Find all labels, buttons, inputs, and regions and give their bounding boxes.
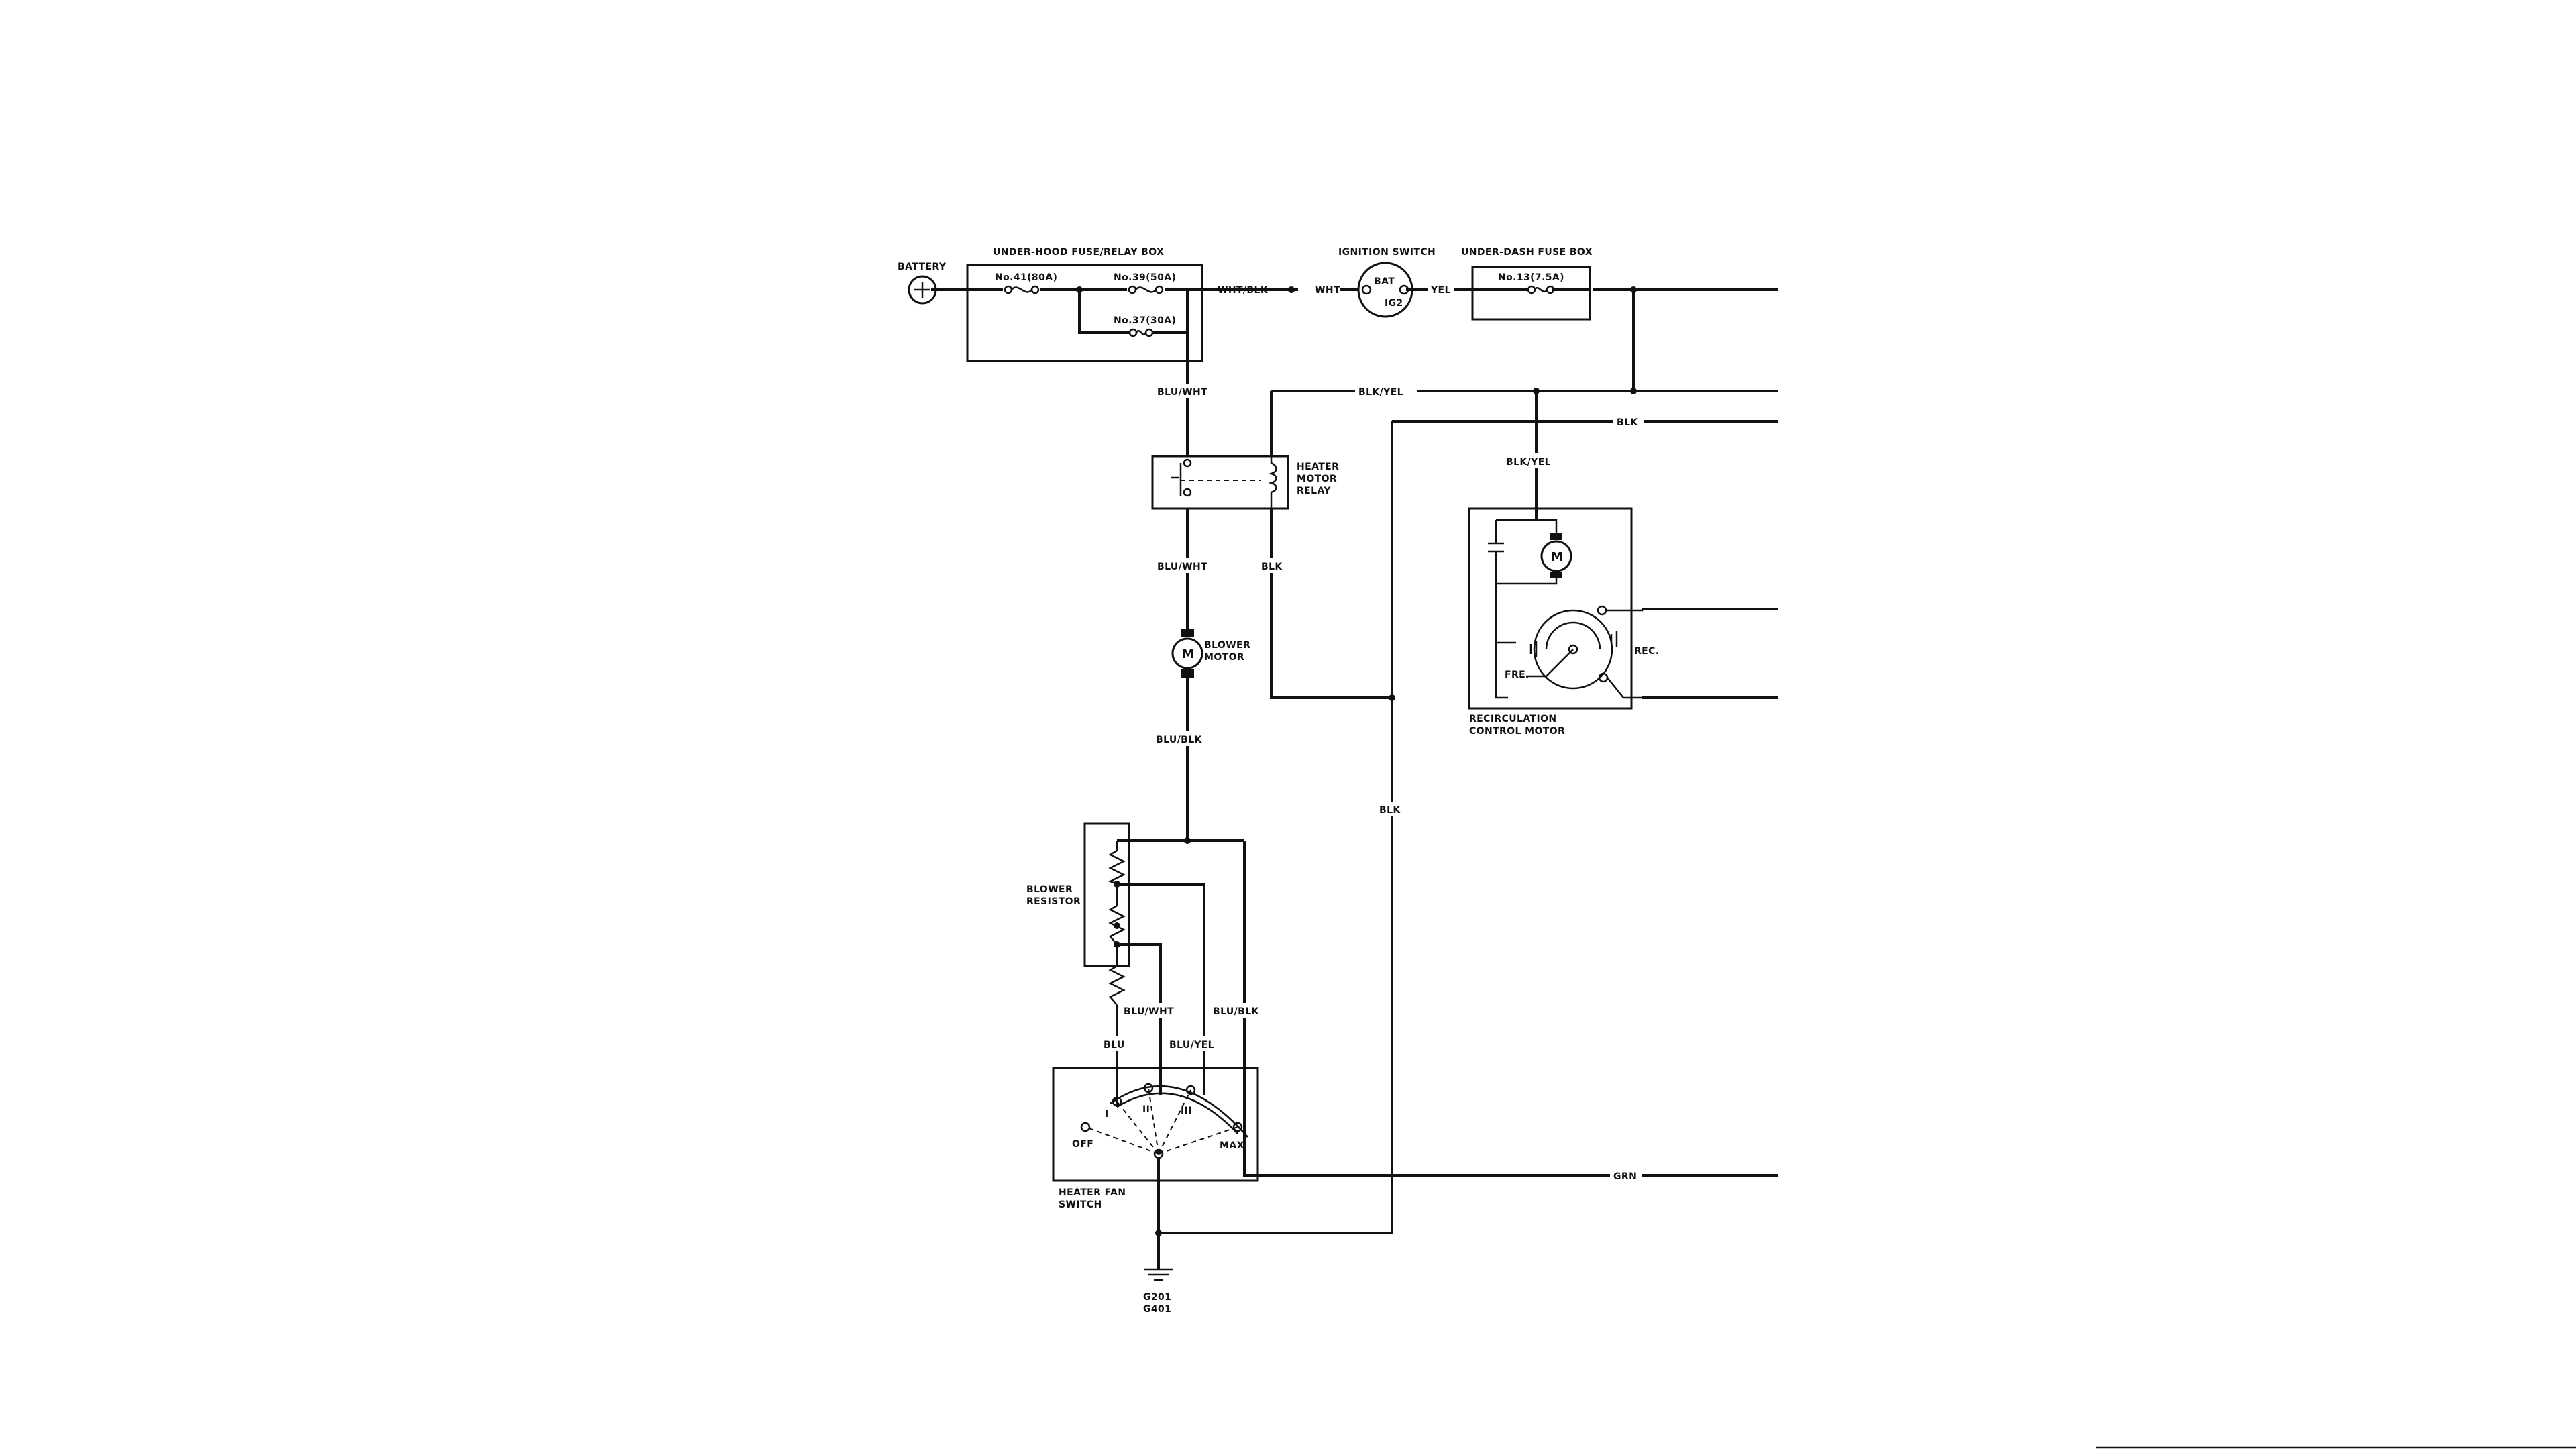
ignition-switch: WHT/BLK WHT BAT IG2 IGNITION SWITCH YEL [1218, 247, 1454, 318]
wire-labels-lower: BLU/WHT BLU/BLK BLU BLU/YEL GRN [1102, 1003, 1642, 1183]
wire-wht-blk: WHT/BLK [1218, 285, 1269, 296]
wire-grn: GRN [1613, 1171, 1637, 1182]
battery-label: BATTERY [898, 262, 947, 272]
wire-blu-blk-1: BLU/BLK [1156, 735, 1203, 745]
wire-wht: WHT [1315, 285, 1340, 296]
wire-blu-wht-2: BLU/WHT [1157, 561, 1208, 572]
underdash-fuse-box: No.13(7.5A) UNDER-DASH FUSE BOX [1461, 247, 1637, 394]
fuse-39-label: No.39(50A) [1114, 272, 1176, 283]
fuse-37-label: No.37(30A) [1114, 315, 1176, 326]
wire-blk-1: BLK [1617, 417, 1638, 428]
switch-pos-2: II [1142, 1104, 1150, 1115]
wire-labels-middle: BLU/WHT BLK BLU/BLK BLK [1154, 558, 1407, 816]
wire-blu-yel: BLU/YEL [1169, 1040, 1214, 1051]
relay-label-2: MOTOR [1297, 474, 1337, 484]
battery: BATTERY [898, 262, 947, 305]
fuse-41-label: No.41(80A) [995, 272, 1057, 283]
ign-ig2-label: IG2 [1385, 298, 1403, 309]
wire-blk-yel-2: BLK/YEL [1506, 457, 1551, 468]
wire-blu-blk-2: BLU/BLK [1213, 1006, 1260, 1017]
underhood-box-label: UNDER-HOOD FUSE/RELAY BOX [993, 247, 1164, 258]
blower-motor-symbol: M [1182, 647, 1194, 661]
blower-label-2: MOTOR [1204, 652, 1244, 663]
recirc-rec-label: REC. [1634, 646, 1660, 657]
switch-pos-off: OFF [1072, 1139, 1093, 1150]
relay-label-1: HEATER [1297, 462, 1339, 472]
recirc-motor-symbol: M [1551, 550, 1563, 564]
relay-label-3: RELAY [1297, 486, 1331, 496]
fan-switch-label-2: SWITCH [1059, 1199, 1102, 1210]
ground-label-2: G401 [1143, 1304, 1171, 1315]
recirculation-control-motor: M FRE. REC. RECIRCULATION CONTROL MOTOR [1468, 507, 1660, 737]
resistor-label-1: BLOWER [1026, 884, 1073, 895]
switch-pos-1: I [1105, 1109, 1109, 1120]
underdash-box-label: UNDER-DASH FUSE BOX [1461, 247, 1593, 258]
ground: G201 G401 [1143, 1268, 1173, 1315]
wire-blk-2: BLK [1261, 561, 1283, 572]
resistor-label-2: RESISTOR [1026, 896, 1081, 907]
switch-pos-3: III [1181, 1106, 1192, 1116]
wiring [931, 288, 1778, 1269]
heater-motor-relay: HEATER MOTOR RELAY [1151, 455, 1339, 510]
ground-label-1: G201 [1143, 1292, 1171, 1303]
blower-motor: M BLOWER MOTOR [1171, 629, 1250, 678]
recirc-label-1: RECIRCULATION [1469, 714, 1557, 724]
recirc-label-2: CONTROL MOTOR [1469, 726, 1565, 737]
heater-fan-switch: OFF I II III MAX HEATER FAN SWITCH [1052, 1067, 1259, 1236]
wire-labels-top: BLU/WHT BLK/YEL BLK BLK/YEL [1155, 384, 1644, 468]
wire-yel: YEL [1430, 285, 1451, 296]
underhood-fuse-relay-box: UNDER-HOOD FUSE/RELAY BOX No.41(80A) No.… [966, 247, 1203, 362]
wire-blu-wht-3: BLU/WHT [1124, 1006, 1174, 1017]
wire-blk-yel-1: BLK/YEL [1358, 387, 1403, 398]
blower-resistor: BLOWER RESISTOR [1026, 822, 1191, 1006]
wire-blu: BLU [1104, 1040, 1125, 1051]
ign-bat-label: BAT [1374, 276, 1395, 287]
ignition-switch-label: IGNITION SWITCH [1338, 247, 1436, 258]
switch-pos-max: MAX [1220, 1140, 1244, 1151]
wire-blu-wht-1: BLU/WHT [1157, 387, 1208, 398]
wire-blk-3: BLK [1379, 805, 1401, 816]
fan-switch-label-1: HEATER FAN [1059, 1187, 1126, 1198]
blower-label-1: BLOWER [1204, 640, 1250, 651]
fuse-13-label: No.13(7.5A) [1498, 272, 1564, 283]
recirc-fre-label: FRE. [1505, 669, 1529, 680]
